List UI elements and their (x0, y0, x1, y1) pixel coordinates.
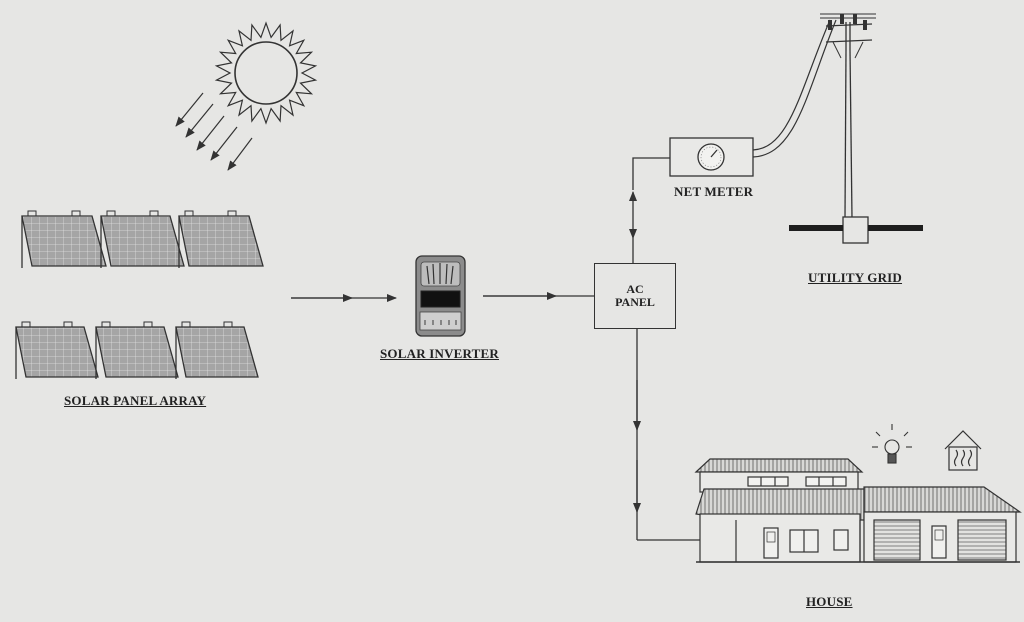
ac-panel-box: AC PANEL (594, 263, 676, 329)
house-label: HOUSE (806, 594, 853, 609)
light-bulb-icon (872, 424, 912, 464)
solar-panel-icon (15, 321, 99, 379)
solar-panel-array-label: SOLAR PANEL ARRAY (64, 393, 207, 408)
solar-panel-icon (21, 210, 107, 268)
house-icon (694, 458, 1022, 563)
sun-icon (175, 21, 318, 171)
net-meter-icon (669, 19, 837, 177)
heating-icon (944, 430, 982, 471)
utility-grid-label: UTILITY GRID (808, 270, 903, 285)
inverter-icon (415, 255, 466, 337)
ac-panel-label-line2: PANEL (615, 295, 655, 309)
solar-panel-icon (100, 210, 185, 268)
solar-panel-array (15, 210, 264, 379)
net-meter-label: NET METER (674, 184, 754, 199)
solar-inverter-label: SOLAR INVERTER (380, 346, 500, 361)
solar-panel-icon (95, 321, 179, 379)
meter-vertical-line (632, 157, 670, 190)
connections (291, 157, 700, 541)
solar-panel-icon (178, 210, 264, 268)
utility-pole-icon (789, 13, 923, 244)
ac-panel-label-line1: AC (626, 282, 644, 296)
solar-panel-icon (175, 321, 259, 379)
